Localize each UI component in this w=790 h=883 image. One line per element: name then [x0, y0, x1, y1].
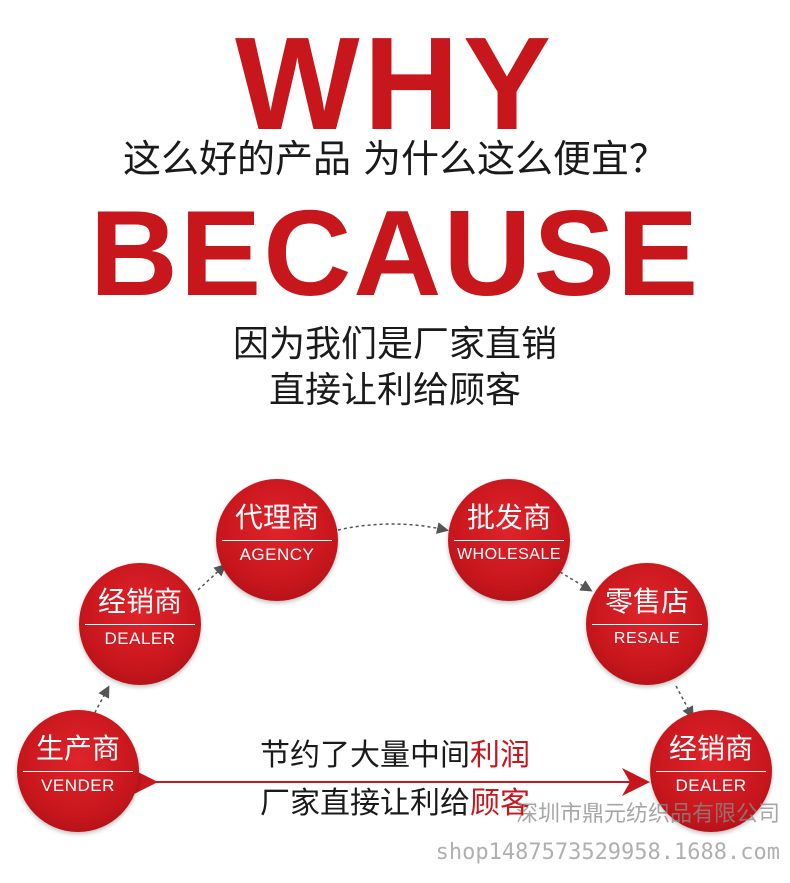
dealer-left-divider: [85, 624, 195, 625]
resale-cn: 零售店: [604, 585, 689, 618]
wholesale-en: WHOLESALE: [456, 546, 562, 563]
why-heading: WHY: [235, 10, 555, 157]
savings-line-2-highlight: 顾客: [470, 786, 530, 821]
resale-circle: 零售店 RESALE: [586, 563, 708, 685]
watermark-company: 深圳市鼎元纺织品有限公司: [515, 802, 780, 827]
question-text: 这么好的产品 为什么这么便宜？: [122, 137, 668, 181]
savings-line-2-prefix: 厂家直接让利给: [260, 786, 470, 821]
savings-line-1: 节约了大量中间利润: [150, 736, 640, 776]
arrow-resale-to-dealer: [675, 685, 694, 719]
savings-line-2: 厂家直接让利给顾客: [150, 784, 640, 824]
wholesale-cn: 批发商: [466, 501, 551, 534]
dealer-left-cn: 经销商: [97, 585, 182, 618]
vender-cn: 生产商: [35, 732, 120, 765]
wholesale-circle: 批发商 WHOLESALE: [448, 479, 570, 601]
dealer-right-divider: [656, 771, 766, 772]
savings-line-1-highlight: 利润: [470, 738, 530, 773]
wholesale-divider: [454, 540, 564, 541]
dealer-left-circle: 经销商 DEALER: [79, 563, 201, 685]
vender-en: VENDER: [41, 776, 115, 795]
dealer-right-cn: 经销商: [668, 732, 753, 765]
dealer-right-circle: 经销商 DEALER: [650, 710, 772, 832]
savings-line-1-prefix: 节约了大量中间: [260, 738, 470, 773]
resale-divider: [592, 624, 702, 625]
vender-divider: [23, 771, 133, 772]
agency-circle: 代理商 AGENCY: [216, 479, 338, 601]
dealer-left-en: DEALER: [104, 629, 176, 648]
answer-line-2: 直接让利给顾客: [268, 370, 521, 411]
dealer-right-en: DEALER: [675, 776, 747, 795]
watermark-shop: shop1487573529958.1688.com: [435, 840, 780, 865]
answer-text: 因为我们是厂家直销 直接让利给顾客: [0, 322, 790, 414]
because-heading: BECAUSE: [89, 185, 701, 321]
vender-circle: 生产商 VENDER: [17, 710, 139, 832]
arrow-agency-to-wholesale: [337, 522, 449, 534]
answer-line-1: 因为我们是厂家直销: [232, 324, 557, 365]
agency-cn: 代理商: [234, 501, 319, 534]
arrow-dealer-to-agency: [197, 563, 227, 591]
agency-en: AGENCY: [239, 545, 315, 564]
resale-en: RESALE: [613, 630, 681, 647]
agency-divider: [222, 540, 332, 541]
